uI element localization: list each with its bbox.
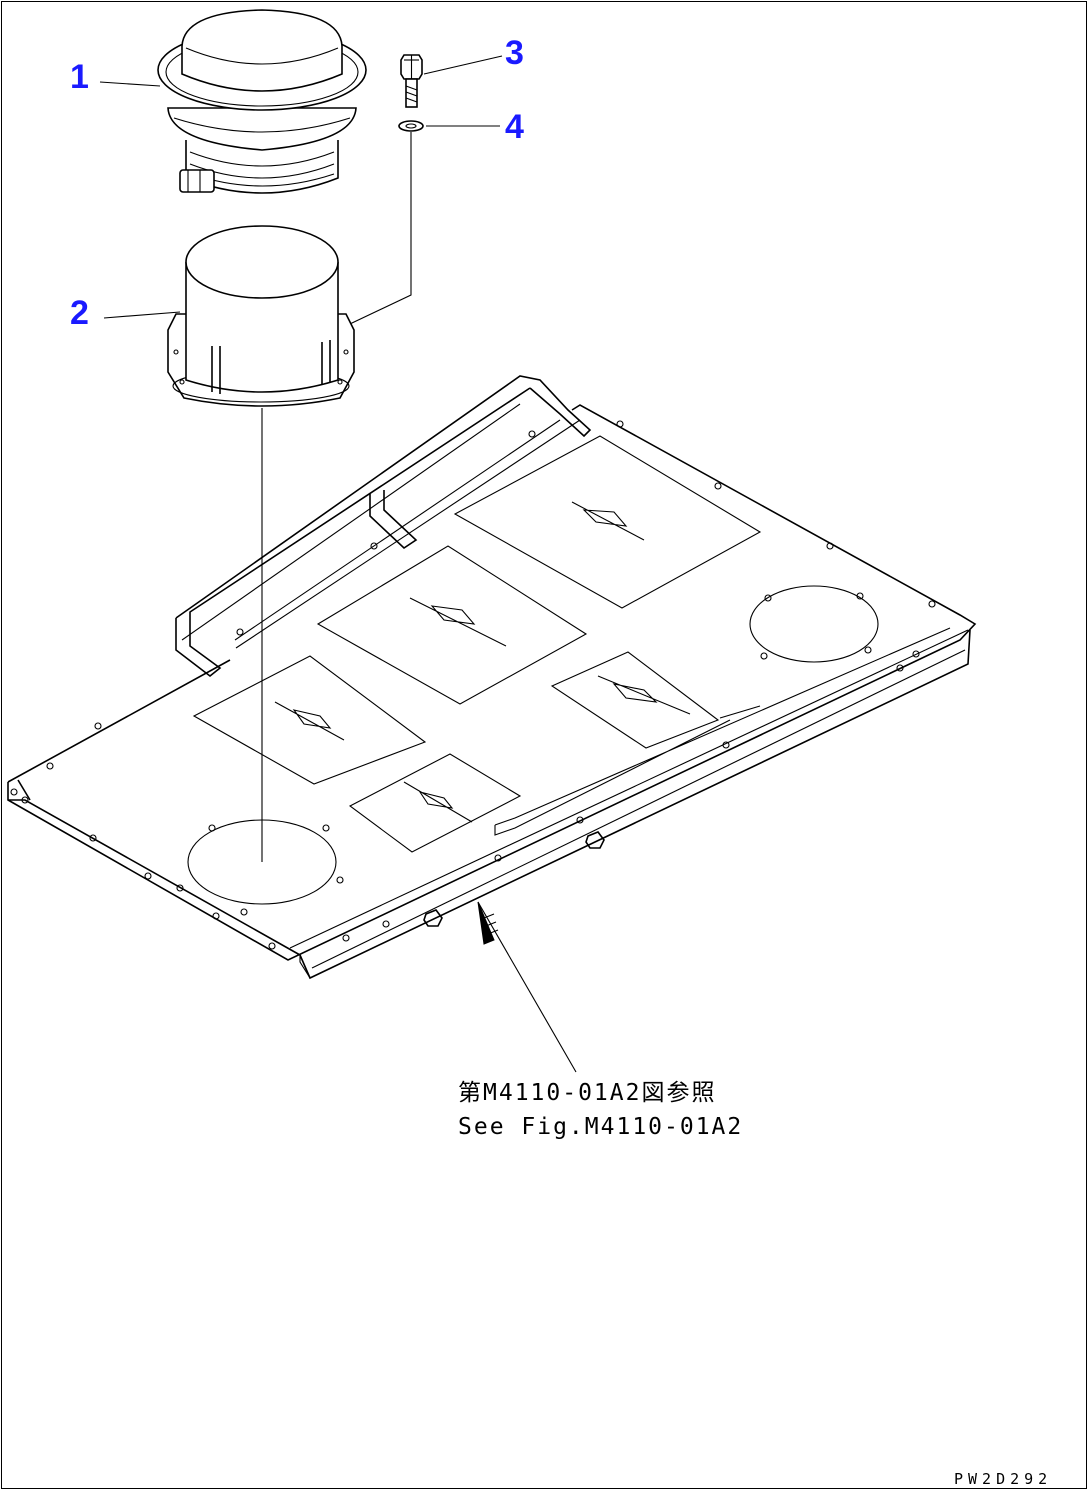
part-4-washer [398, 120, 424, 132]
callout-4: 4 [505, 108, 524, 146]
cover-plate [7, 375, 977, 980]
reference-note-en: See Fig.M4110-01A2 [458, 1114, 743, 1140]
leader-line-2 [103, 311, 181, 319]
callout-1: 1 [70, 58, 89, 96]
drawing-code: PW2D292 [954, 1470, 1052, 1488]
part-2-duct [167, 225, 355, 407]
callout-2: 2 [70, 294, 89, 332]
part-1-cap [157, 9, 367, 194]
leader-line-1 [99, 81, 161, 87]
callout-3: 3 [505, 34, 524, 72]
leader-line-3 [423, 55, 503, 75]
reference-note-jp: 第M4110-01A2図参照 [458, 1080, 716, 1106]
part-3-bolt [400, 54, 423, 108]
reference-arrow [477, 901, 577, 1073]
bolt-assembly-line [332, 132, 412, 333]
